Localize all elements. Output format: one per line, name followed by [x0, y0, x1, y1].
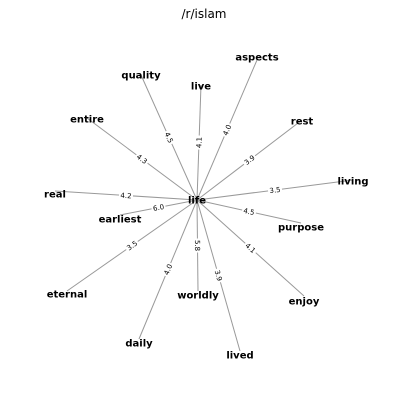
- edge-weight-aspects: 4.0: [219, 121, 234, 139]
- node-label-eternal: eternal: [47, 290, 88, 301]
- edge-weight-bg: [160, 261, 175, 278]
- edge-weight-worldly: 5.8: [193, 238, 203, 253]
- edge-weight-entire: 4.3: [133, 150, 151, 167]
- node-label-enjoy: enjoy: [289, 297, 320, 308]
- node-label-aspects: aspects: [235, 53, 278, 64]
- edge-weight-text: 5.8: [193, 240, 201, 251]
- node-label-rest: rest: [291, 117, 314, 128]
- edge-weight-lived: 3.9: [212, 267, 226, 284]
- node-label-earliest: earliest: [99, 215, 142, 226]
- edge-weight-bg: [241, 205, 257, 217]
- edge-weight-bg: [118, 190, 134, 200]
- edge-weight-bg: [267, 184, 283, 195]
- edge-weight-bg: [240, 151, 258, 168]
- edge-weight-bg: [150, 201, 167, 213]
- edge-weight-bg: [193, 238, 203, 253]
- edge-weight-quality: 4.5: [162, 129, 177, 146]
- node-label-quality: quality: [121, 71, 161, 82]
- edge-weight-text: 3.5: [269, 186, 281, 195]
- node-label-real: real: [44, 190, 66, 201]
- edge-weight-bg: [162, 129, 177, 146]
- edge-weight-daily: 4.0: [160, 261, 175, 278]
- edge-weight-rest: 3.9: [240, 151, 258, 168]
- edge-weight-purpose: 4.5: [241, 205, 257, 217]
- edge-weight-live: 4.1: [193, 135, 204, 150]
- edge-weight-text: 3.9: [213, 269, 224, 282]
- edge-weight-bg: [193, 135, 204, 150]
- edge-weight-real: 4.2: [118, 190, 134, 201]
- edge-weight-text: 4.1: [195, 137, 203, 148]
- node-label-purpose: purpose: [278, 223, 324, 234]
- node-label-entire: entire: [70, 115, 104, 126]
- edge-weight-text: 6.0: [152, 203, 164, 213]
- edge-weight-text: 4.2: [120, 192, 132, 201]
- edge-weight-bg: [212, 267, 226, 284]
- diagram-title: /r/islam: [182, 7, 227, 21]
- edge-weight-text: 4.5: [163, 131, 175, 144]
- edge-weight-text: 4.0: [163, 263, 175, 276]
- edge-weight-text: 4.5: [243, 207, 256, 217]
- edge-weight-text: 4.0: [222, 124, 234, 137]
- edge-weight-bg: [133, 150, 151, 167]
- edge-weight-eternal: 3.5: [123, 237, 141, 253]
- edge-weight-bg: [123, 237, 141, 253]
- edge-weight-bg: [242, 239, 260, 256]
- edge-weight-bg: [219, 121, 234, 139]
- node-label-worldly: worldly: [177, 291, 219, 302]
- node-label-living: living: [337, 177, 368, 188]
- node-label-live: live: [191, 82, 211, 93]
- node-label-lived: lived: [226, 351, 253, 362]
- node-label-daily: daily: [125, 339, 153, 350]
- nodes-group: aspects live quality rest entire living real ea…: [44, 53, 368, 362]
- edge-weight-living: 3.5: [267, 184, 283, 195]
- center-node-label: life: [188, 196, 206, 207]
- edge-weight-earliest: 6.0: [150, 201, 167, 213]
